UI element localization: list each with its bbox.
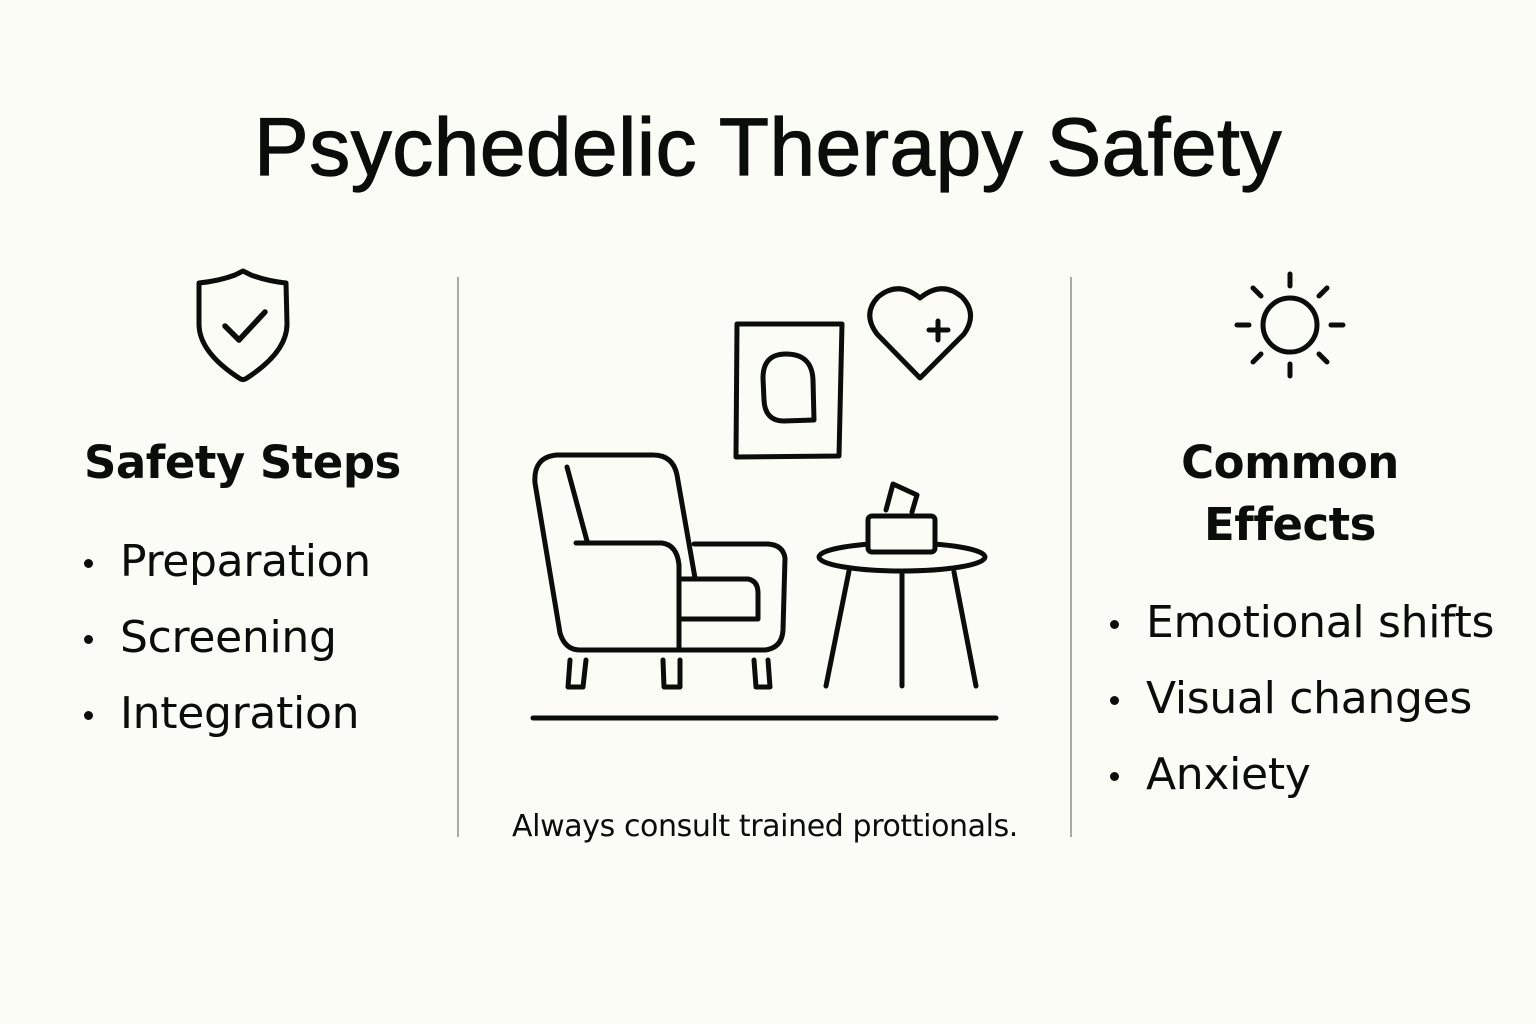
safety-steps-heading: Safety Steps [84, 436, 401, 489]
bullet-icon [84, 711, 93, 720]
bullet-icon [84, 559, 93, 568]
framed-picture-icon [733, 321, 845, 460]
bullet-icon [84, 635, 93, 644]
list-item: Preparation [84, 524, 371, 600]
bullet-icon [1110, 772, 1119, 781]
page-title: Psychedelic Therapy Safety [253, 101, 1282, 193]
bullet-icon [1110, 696, 1119, 705]
list-item: Integration [84, 676, 371, 752]
side-table-icon [816, 540, 988, 689]
right-divider [1070, 277, 1072, 837]
common-effects-list: Emotional shifts Visual changes Anxiety [1110, 585, 1494, 813]
sun-icon [1234, 270, 1346, 382]
consult-professionals-note: Always consult trained prottionals. [512, 809, 1018, 844]
list-item: Anxiety [1110, 737, 1494, 813]
common-effects-heading: Common Effects [1181, 436, 1399, 551]
list-item: Screening [84, 600, 371, 676]
list-item: Visual changes [1110, 661, 1494, 737]
therapy-room-illustration [510, 270, 1010, 730]
armchair-icon [532, 452, 788, 690]
tissue-box-icon [865, 481, 938, 555]
list-item: Emotional shifts [1110, 585, 1494, 661]
heart-plus-icon [867, 286, 973, 381]
safety-steps-list: Preparation Screening Integration [84, 524, 371, 752]
shield-check-icon [193, 268, 293, 384]
left-divider [457, 277, 459, 837]
bullet-icon [1110, 620, 1119, 629]
